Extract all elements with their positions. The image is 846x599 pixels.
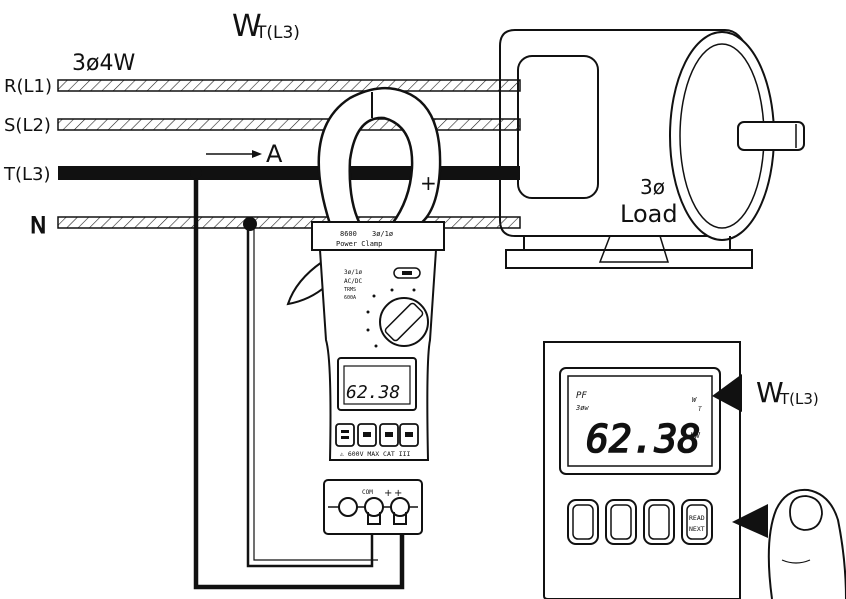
test-lead-neutral <box>243 217 378 568</box>
zoom-lcd-value: 62.38 <box>586 417 700 461</box>
diagram-title: W T(L3) <box>232 9 300 44</box>
test-lead-t-phase <box>190 167 405 590</box>
svg-text:⚠ 600V MAX CAT III: ⚠ 600V MAX CAT III <box>339 450 411 458</box>
zoom-read-next-button <box>681 499 713 545</box>
svg-text:A: A <box>266 140 283 168</box>
svg-text:W: W <box>232 9 262 44</box>
three-phase-load-motor <box>499 29 805 269</box>
callout-arrow-display <box>712 374 742 412</box>
zoom-lcd-unit: kW <box>690 431 701 440</box>
wire-n <box>57 216 521 229</box>
line-label-t: T(L3) <box>3 164 51 185</box>
svg-text:T(L3): T(L3) <box>779 390 819 408</box>
svg-text:AC/DC: AC/DC <box>344 278 362 285</box>
load-phase-label: 3ø <box>640 175 665 199</box>
current-direction-arrow: A <box>206 140 283 168</box>
svg-text:W: W <box>756 376 784 409</box>
wire-t-l3 <box>58 166 520 180</box>
svg-text:Power Clamp: Power Clamp <box>336 240 382 248</box>
svg-text:3ø/1ø: 3ø/1ø <box>344 269 362 276</box>
svg-text:8600: 8600 <box>340 230 357 238</box>
pointing-finger-illustration <box>767 488 846 599</box>
svg-text:READ: READ <box>689 514 705 522</box>
load-label: Load <box>620 200 678 228</box>
svg-text:+: + <box>384 488 392 499</box>
zoom-indicator-w: W <box>692 396 697 404</box>
zoom-callout-label: W T(L3) <box>756 376 819 409</box>
clamp-meter: 8600 3ø/1ø Power Clamp 3ø/1ø AC/DC TRMS … <box>286 86 445 461</box>
svg-text:NEXT: NEXT <box>689 525 705 533</box>
line-label-n: N <box>30 214 46 239</box>
zoomed-meter-panel: PF 3øw W T 62.38 kW READ NEXT <box>543 341 741 599</box>
meter-lcd-value: 62.38 <box>346 382 400 403</box>
svg-text:+: + <box>394 488 402 499</box>
zoom-mode-3ow: 3øw <box>575 404 589 412</box>
meter-input-terminals: COM + + <box>323 479 423 535</box>
wire-s-l2 <box>57 118 521 131</box>
polarity-mark: + <box>420 171 437 195</box>
svg-text:3ø/1ø: 3ø/1ø <box>372 230 394 238</box>
line-label-r: R(L1) <box>4 76 52 97</box>
zoom-mode-pf: PF <box>576 391 587 401</box>
zoom-indicator-t: T <box>698 406 702 413</box>
svg-text:TRMS: TRMS <box>344 287 356 293</box>
svg-text:T(L3): T(L3) <box>255 23 300 43</box>
line-label-s: S(L2) <box>4 115 51 136</box>
svg-text:COM: COM <box>362 489 373 496</box>
meter-button-row <box>335 423 419 447</box>
svg-text:600A: 600A <box>344 295 356 301</box>
wire-r-l1 <box>57 79 521 92</box>
callout-arrow-button <box>732 504 768 538</box>
system-label: 3ø4W <box>72 51 135 76</box>
